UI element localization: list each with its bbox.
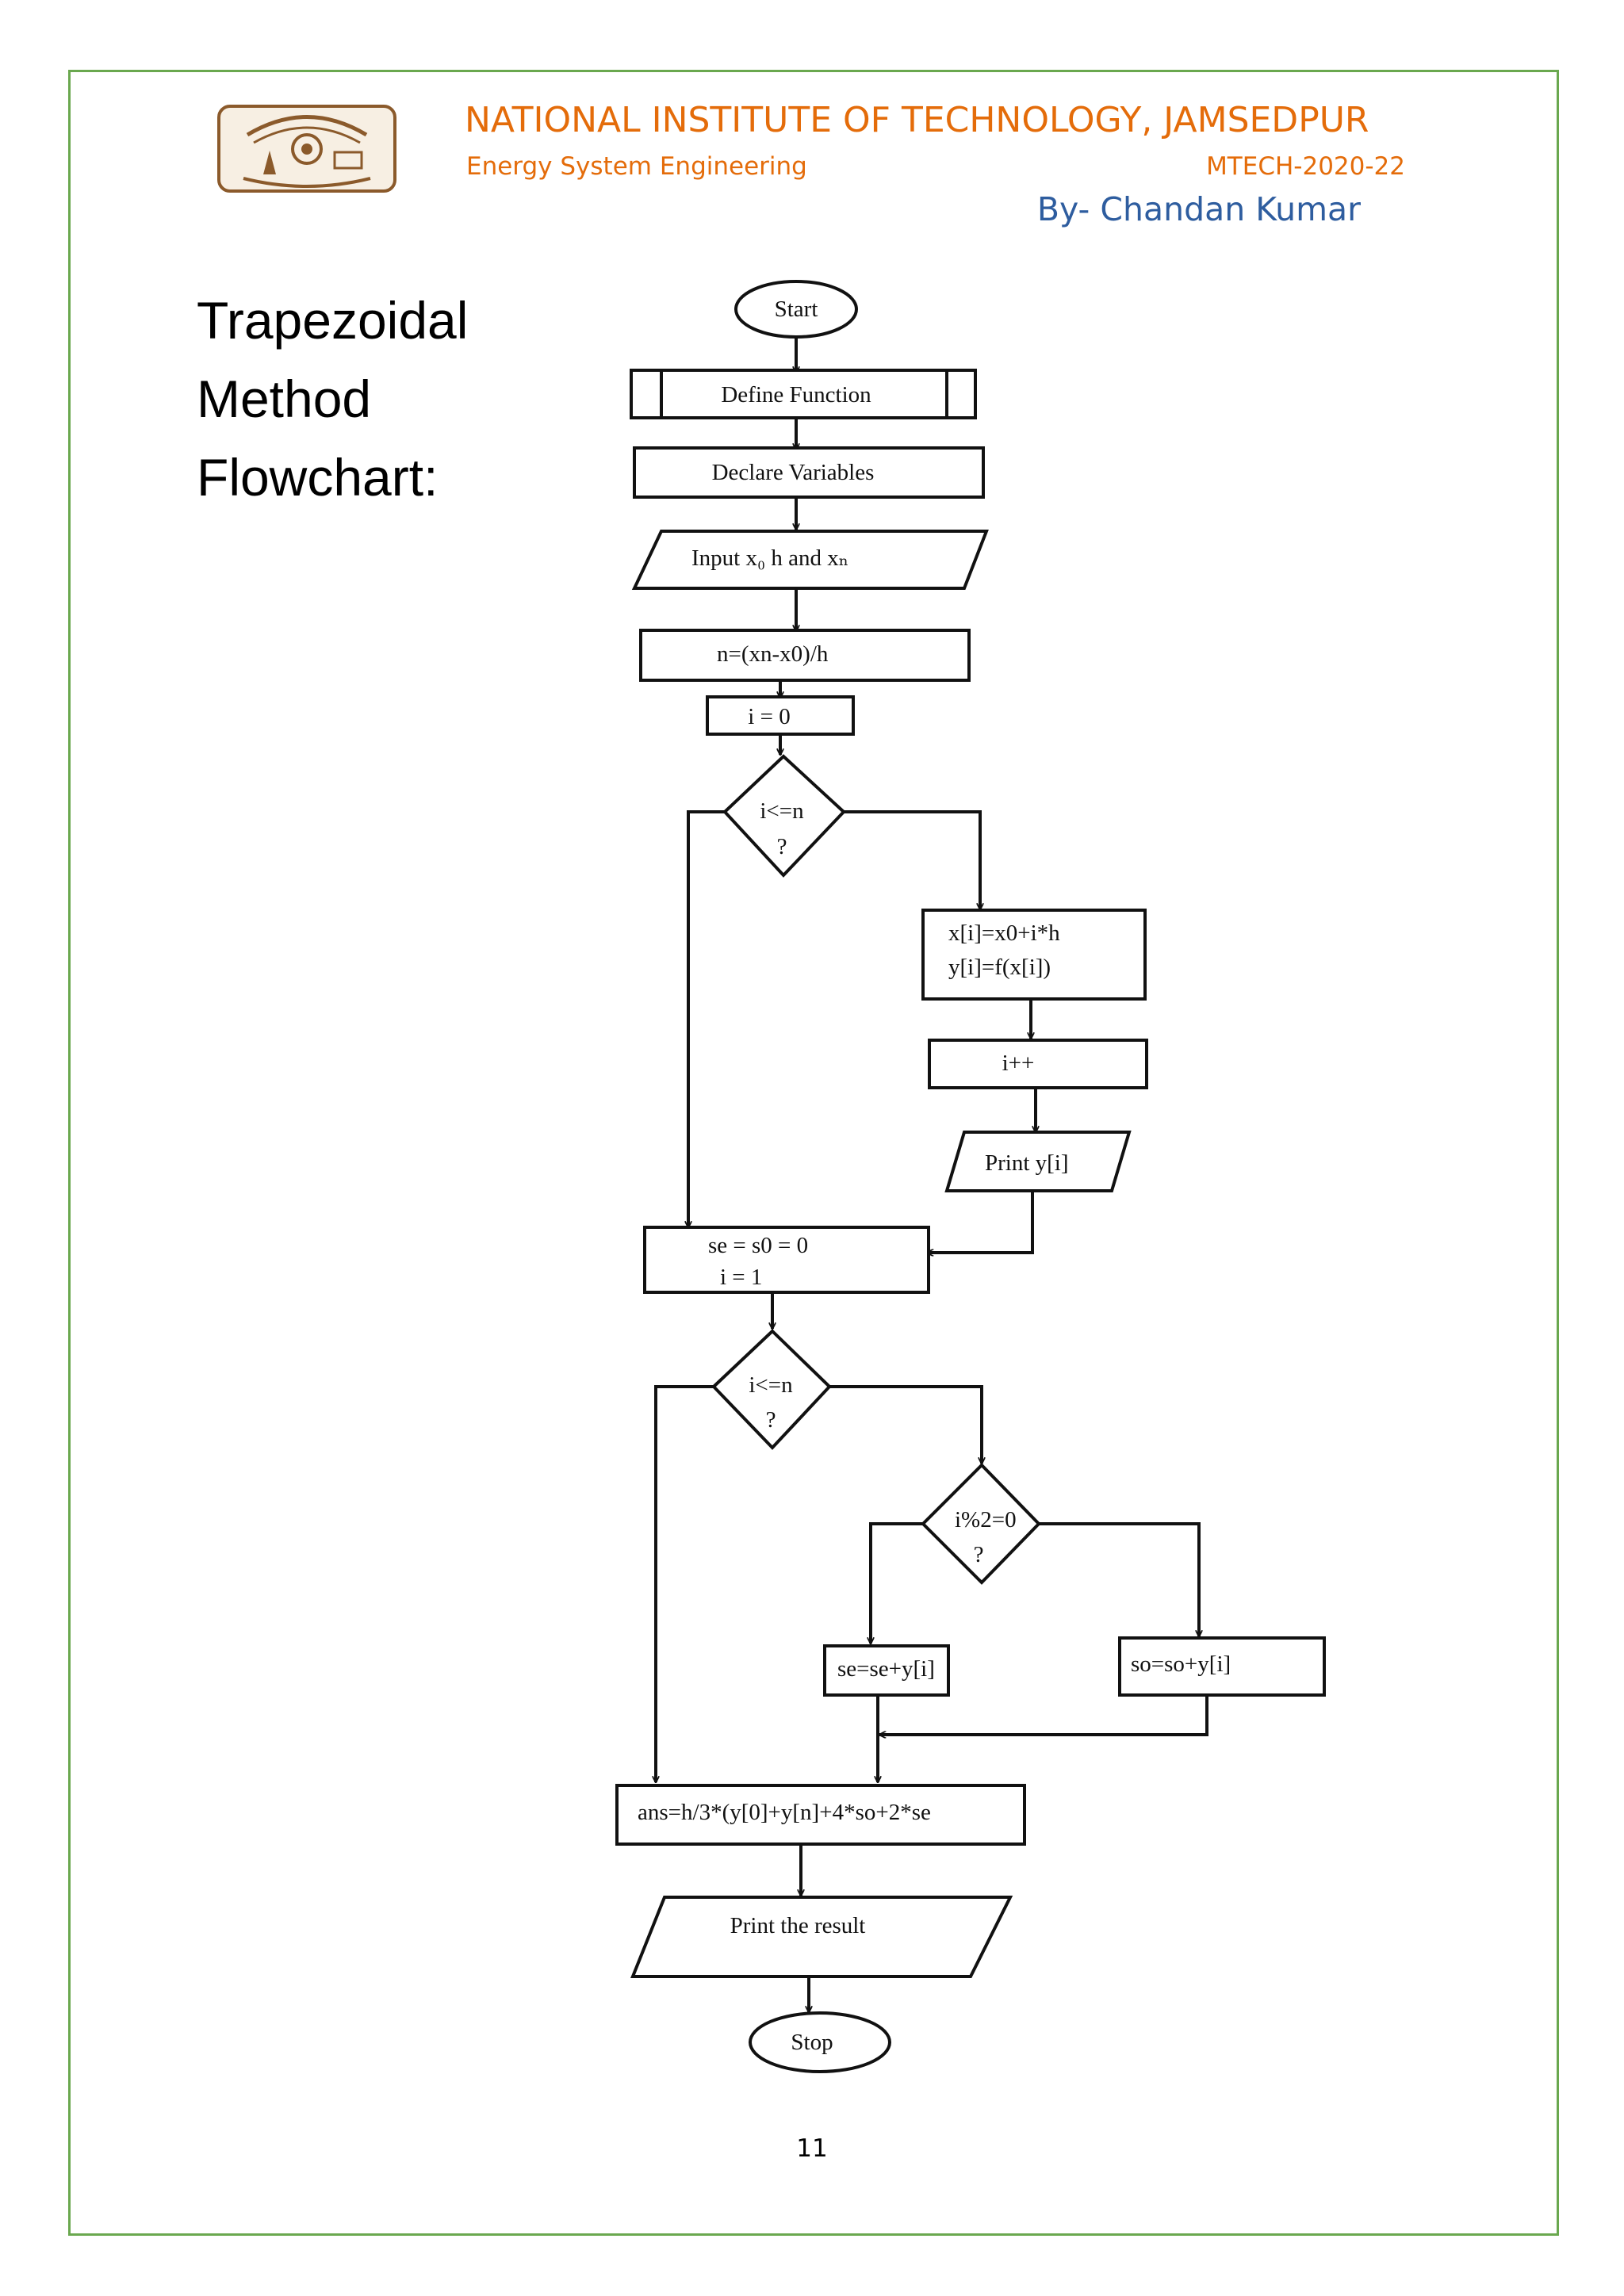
heading-line-3: Flowchart:: [197, 448, 439, 507]
stop-label: Stop: [791, 2030, 833, 2055]
department-name: Energy System Engineering: [466, 152, 807, 181]
init-sums-label: se = s0 = 0: [708, 1233, 808, 1258]
decision-3-label: i%2=0: [955, 1507, 1017, 1533]
print-result-parallelogram: [630, 1896, 1013, 1978]
program-label: MTECH-2020-22: [1206, 152, 1405, 181]
compute-n-label: n=(xn-x0)/h: [717, 641, 829, 667]
increment-label: i++: [1002, 1050, 1035, 1076]
input-label: Input x₀ h and xₙ: [691, 545, 848, 571]
define-function-box: [630, 369, 977, 419]
stop-terminal: [749, 2011, 891, 2073]
compute-y-label: y[i]=f(x[i]): [948, 955, 1051, 980]
init-i-one-label: i = 1: [720, 1265, 762, 1290]
decision-3-question: ?: [974, 1542, 984, 1567]
add-odd-box: [1118, 1636, 1326, 1697]
init-i-box: [706, 695, 855, 736]
add-even-label: se=se+y[i]: [837, 1656, 935, 1682]
decision-loop-1: [722, 754, 846, 878]
compute-x-label: x[i]=x0+i*h: [948, 920, 1060, 946]
init-sums-box: [643, 1226, 930, 1294]
compute-n-box: [639, 629, 971, 682]
answer-box: [615, 1784, 1026, 1846]
print-result-label: Print the result: [730, 1913, 866, 1938]
heading-line-2: Method: [197, 369, 372, 428]
decision-even-odd: [921, 1463, 1041, 1585]
page-border: [68, 70, 1559, 2236]
declare-variables-box: [633, 446, 985, 499]
init-i-label: i = 0: [748, 704, 790, 729]
add-odd-label: so=so+y[i]: [1131, 1651, 1231, 1677]
increment-box: [928, 1039, 1148, 1089]
print-y-label: Print y[i]: [985, 1150, 1069, 1176]
decision-2-question: ?: [766, 1407, 776, 1433]
heading-line-1: Trapezoidal: [197, 291, 469, 350]
decision-1-label: i<=n: [760, 798, 804, 824]
decision-loop-2: [711, 1329, 832, 1450]
start-terminal: [734, 280, 858, 339]
add-even-box: [823, 1644, 950, 1697]
answer-label: ans=h/3*(y[0]+y[n]+4*so+2*se: [638, 1800, 931, 1825]
flow-connectors: [656, 337, 1208, 2012]
input-parallelogram: [631, 530, 989, 590]
compute-xy-box: [921, 909, 1147, 1001]
define-function-label: Define Function: [721, 382, 871, 408]
page-heading: Trapezoidal Method Flowchart:: [197, 281, 468, 517]
print-y-parallelogram: [944, 1131, 1132, 1192]
institute-title: NATIONAL INSTITUTE OF TECHNOLOGY, JAMSED…: [465, 100, 1369, 140]
declare-variables-label: Declare Variables: [712, 460, 875, 485]
institute-logo: [217, 105, 396, 193]
decision-2-label: i<=n: [749, 1372, 793, 1398]
start-label: Start: [775, 297, 818, 322]
decision-1-question: ?: [777, 834, 787, 859]
page-number: 11: [796, 2134, 828, 2163]
author-name: By- Chandan Kumar: [1036, 190, 1361, 228]
